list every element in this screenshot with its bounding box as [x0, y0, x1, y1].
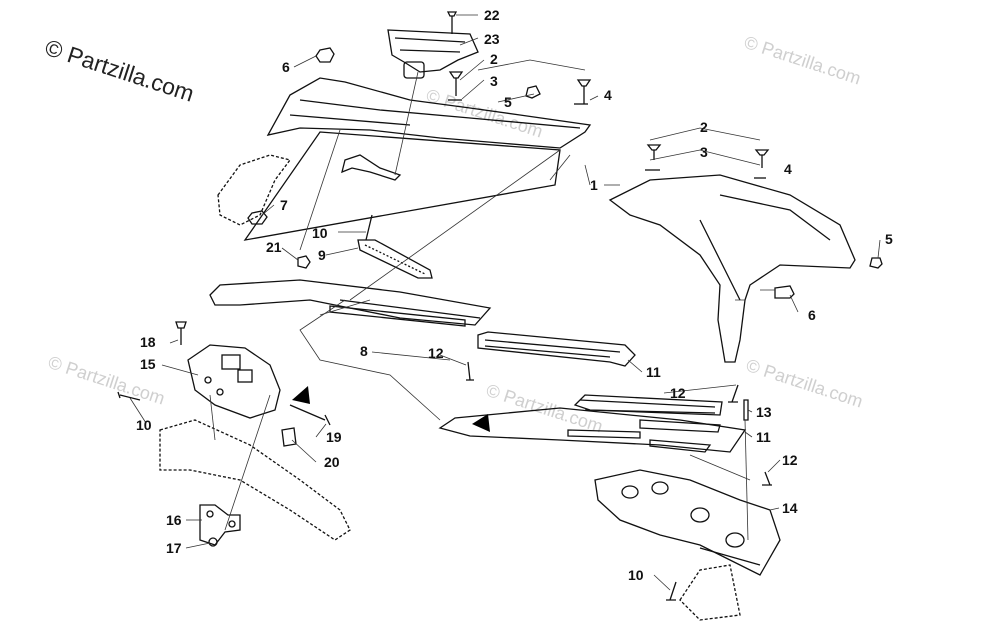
part-6-screw-right	[774, 285, 795, 299]
part-5-nut-top	[525, 85, 541, 99]
part-2-screw-right-a	[646, 144, 662, 160]
callout: 5	[504, 94, 512, 110]
part-19-bolt	[289, 404, 331, 426]
part-11-channel-upper	[477, 331, 636, 367]
callout: 11	[756, 429, 771, 445]
part-11-channel-lower	[573, 394, 723, 416]
callout: 12	[428, 345, 444, 361]
callout: 10	[628, 567, 644, 583]
callout: 2	[700, 119, 708, 135]
callout: 5	[885, 231, 893, 247]
arrow-center	[472, 414, 490, 432]
part-12-screw-mid	[728, 384, 739, 403]
callout: 6	[282, 59, 290, 75]
callout: 17	[166, 540, 182, 556]
part-16-plate	[199, 504, 241, 546]
callout: 13	[756, 404, 772, 420]
callout: 7	[280, 197, 288, 213]
part-8-rail-lower	[438, 407, 747, 453]
part-hinge-bracket	[341, 154, 402, 181]
part-10-screw-left	[117, 391, 141, 401]
part-12-screw-lower	[762, 471, 772, 486]
callout: 3	[700, 144, 708, 160]
callout: 4	[784, 161, 792, 177]
callout: 10	[136, 417, 152, 433]
callout: 19	[326, 429, 342, 445]
callout: 1	[590, 177, 598, 193]
part-17-nut	[208, 537, 218, 547]
part-7-nut	[247, 210, 268, 225]
part-15-bracket	[187, 344, 281, 419]
callout: 2	[490, 51, 498, 67]
part-9-strap	[357, 239, 433, 279]
callout: 10	[312, 225, 328, 241]
part-upper-left-panel	[266, 77, 592, 149]
part-13-screw	[743, 399, 749, 421]
part-5-nut-right	[869, 257, 883, 269]
callout: 8	[360, 343, 368, 359]
callout: 18	[140, 334, 156, 350]
part-frame-lower-left	[159, 419, 351, 541]
callout: 9	[318, 247, 326, 263]
part-23-lens	[403, 61, 425, 79]
callout: 22	[484, 7, 500, 23]
callout: 6	[808, 307, 816, 323]
callout: 23	[484, 31, 500, 47]
callout: 16	[166, 512, 182, 528]
part-7-bracket	[217, 154, 292, 226]
part-6-nut	[315, 47, 335, 63]
callout: 20	[324, 454, 340, 470]
part-12-screw-upper	[466, 361, 474, 381]
callout: 15	[140, 356, 156, 372]
part-1-cowl	[608, 174, 856, 363]
callout: 14	[782, 500, 798, 516]
part-trim-outline	[243, 131, 561, 241]
part-2-screw-right-b	[754, 149, 770, 168]
part-frame-lower-right	[679, 564, 741, 621]
part-18-screw	[175, 321, 187, 345]
part-8-rail-upper	[209, 279, 492, 326]
arrow-left	[292, 386, 310, 404]
callout: 21	[266, 239, 282, 255]
part-22-screw	[446, 11, 458, 34]
callout: 12	[670, 385, 686, 401]
part-20-clip	[281, 427, 297, 447]
callout: 3	[490, 73, 498, 89]
callout: 4	[604, 87, 612, 103]
callout: 12	[782, 452, 798, 468]
callout: 11	[646, 364, 661, 380]
part-14-bracket	[594, 469, 781, 576]
part-10-screw-bottom	[666, 581, 677, 601]
part-2-screw-top-a	[448, 71, 464, 96]
part-21-screw	[297, 255, 311, 269]
part-2-screw-top-b	[576, 79, 592, 104]
